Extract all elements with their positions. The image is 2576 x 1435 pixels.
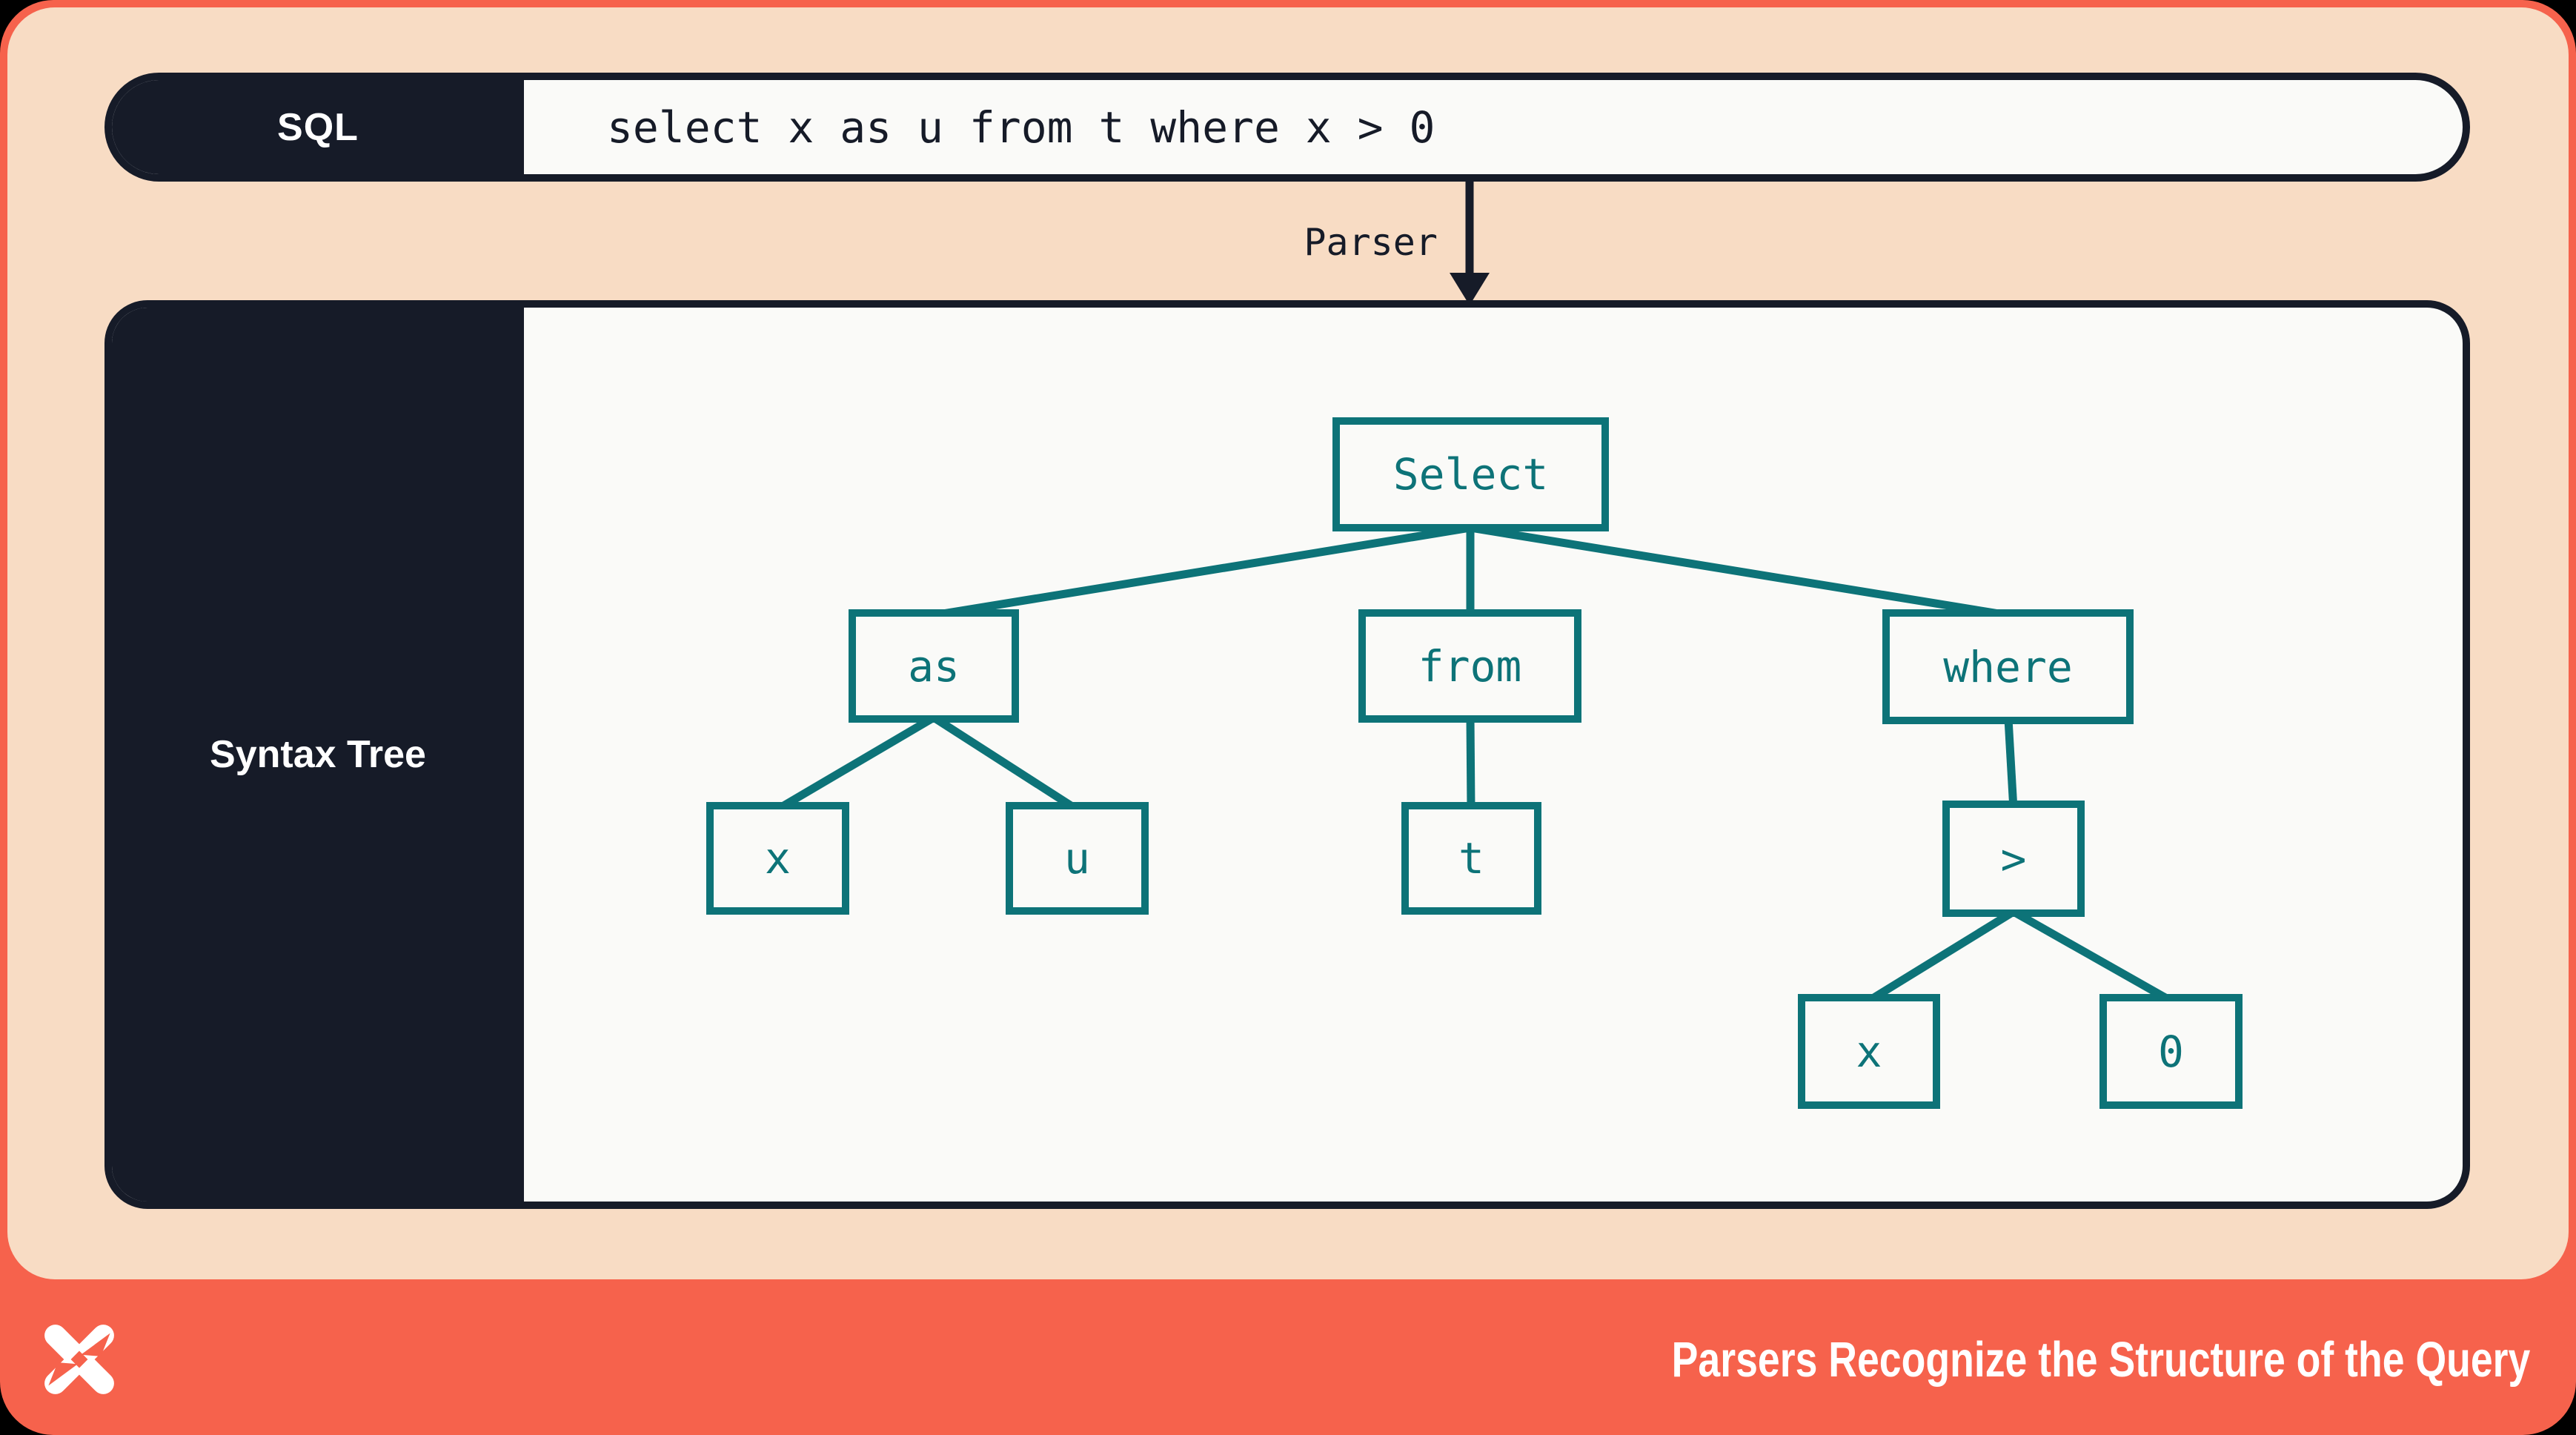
tree-node-x: x bbox=[706, 802, 849, 915]
syntax-tree-panel: Syntax Tree bbox=[104, 300, 2470, 1209]
tree-node-t: t bbox=[1401, 802, 1541, 915]
footer-title: Parsers Recognize the Structure of the Q… bbox=[1671, 1332, 2530, 1388]
tree-node-x-operand: x bbox=[1798, 994, 1940, 1109]
tree-node-label: as bbox=[908, 640, 960, 692]
tree-node-greater-than: > bbox=[1942, 801, 2085, 917]
tree-node-label: u bbox=[1064, 833, 1090, 884]
tree-node-label: x bbox=[765, 833, 791, 884]
tree-node-where: where bbox=[1882, 609, 2134, 724]
tree-node-label: x bbox=[1856, 1026, 1882, 1077]
syntax-tree-label: Syntax Tree bbox=[210, 733, 426, 776]
tree-node-select: Select bbox=[1332, 417, 1609, 531]
tree-node-u: u bbox=[1006, 802, 1149, 915]
sql-bar: SQL select x as u from t where x > 0 bbox=[104, 73, 2470, 182]
sql-label-section: SQL bbox=[112, 80, 524, 174]
tree-node-label: where bbox=[1943, 641, 2073, 692]
syntax-tree-label-section: Syntax Tree bbox=[112, 308, 524, 1202]
tree-node-as: as bbox=[849, 609, 1019, 723]
tree-node-label: from bbox=[1418, 640, 1522, 692]
tree-node-label: > bbox=[2000, 833, 2027, 884]
sql-label: SQL bbox=[277, 105, 359, 149]
dolt-logo-icon bbox=[44, 1325, 114, 1394]
tree-node-zero: 0 bbox=[2099, 994, 2243, 1109]
parser-label: Parser bbox=[1304, 221, 1438, 264]
tree-node-from: from bbox=[1358, 609, 1581, 723]
tree-node-label: Select bbox=[1392, 449, 1549, 500]
tree-node-label: t bbox=[1458, 833, 1484, 884]
tree-node-label: 0 bbox=[2158, 1026, 2184, 1077]
sql-query-text: select x as u from t where x > 0 bbox=[607, 102, 1435, 153]
